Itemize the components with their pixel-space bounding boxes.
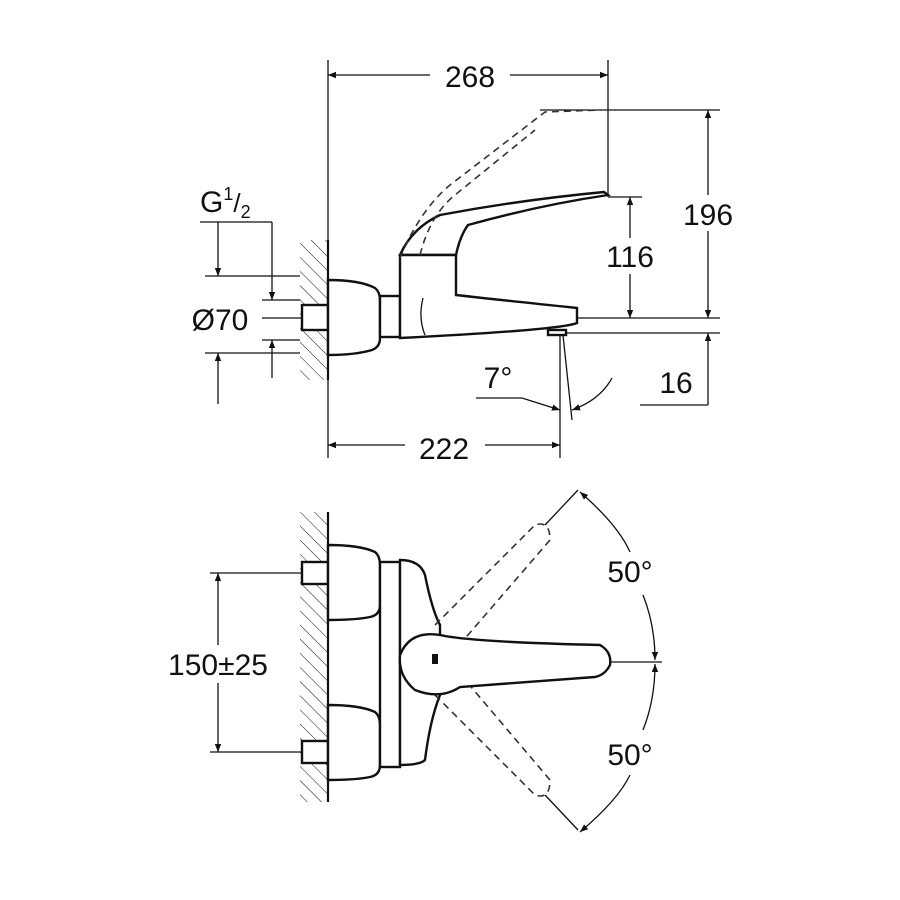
thread-label: G1/2: [200, 184, 251, 222]
dim-116-label: 116: [606, 241, 654, 274]
dim-196-label: 196: [683, 199, 733, 232]
angle-up-label: 50°: [607, 556, 652, 589]
faucet-side: [300, 109, 612, 357]
dim-centers-label: 150±25: [168, 649, 268, 682]
dim-268-label: 268: [445, 61, 495, 94]
faucet-top: [300, 523, 612, 797]
dim-7deg-label: 7°: [484, 362, 513, 395]
dim-16-label: 16: [659, 367, 692, 400]
side-view: 268 196 116 16 222 7° G1/2: [192, 58, 740, 466]
dim-diameter-label: Ø70: [192, 304, 249, 337]
top-view: 150±25 50° 50°: [160, 489, 662, 833]
dim-222-label: 222: [419, 433, 469, 466]
angle-down-label: 50°: [607, 739, 652, 772]
